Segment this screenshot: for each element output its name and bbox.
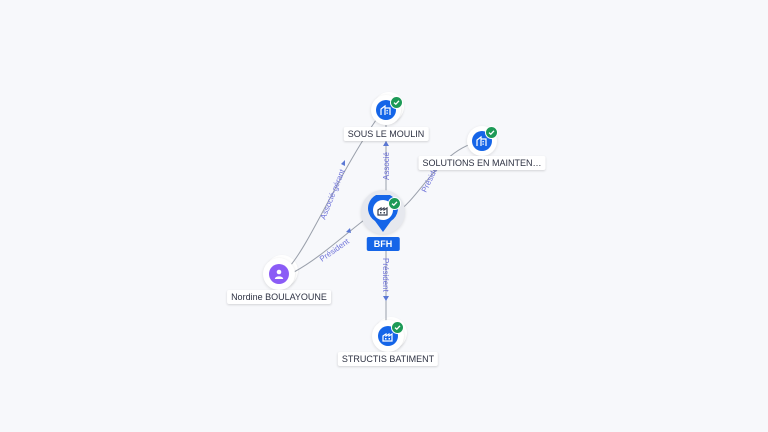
verified-check-icon (485, 126, 498, 139)
verified-check-icon (388, 197, 401, 210)
edge-arrow (346, 228, 351, 233)
factory-icon (377, 206, 388, 216)
edge-label-president-structis: Président (381, 258, 390, 293)
node-label: STRUCTIS BATIMENT (337, 352, 439, 366)
building-icon (380, 104, 391, 115)
node-label-focused: BFH (366, 237, 400, 251)
verified-check-icon (391, 321, 404, 334)
edge-bfh-solutions (396, 141, 479, 213)
edge-arrow (383, 141, 389, 146)
edge-label-associe-gerant: Associé-gérant (319, 167, 348, 221)
node-label: SOLUTIONS EN MAINTEN… (418, 156, 546, 170)
person-icon (274, 269, 284, 279)
edge-label-associe: Associé (382, 151, 391, 180)
node-disc (269, 264, 289, 284)
edge-arrow (383, 296, 389, 301)
node-label: SOUS LE MOULIN (343, 127, 429, 141)
edge-label-president-nordine: Président (318, 236, 351, 263)
factory-icon (382, 332, 393, 342)
edge-arrow (341, 160, 345, 166)
building-icon (476, 135, 487, 146)
verified-check-icon (390, 96, 403, 109)
node-label: Nordine BOULAYOUNE (227, 290, 331, 304)
